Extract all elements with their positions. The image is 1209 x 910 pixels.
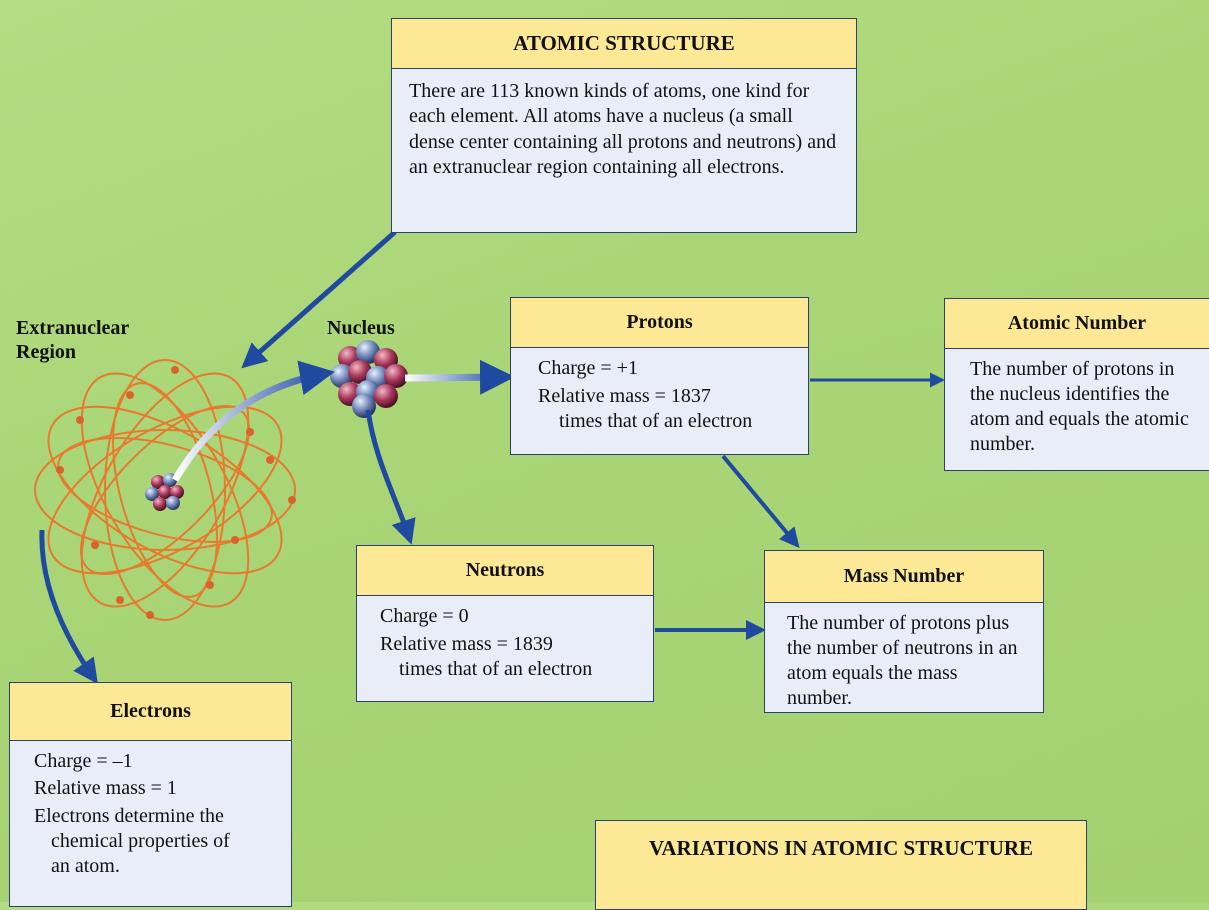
electrons-mass: Relative mass = 1 xyxy=(34,777,177,799)
nucleus-label: Nucleus xyxy=(327,317,395,339)
electrons-box: Electrons Charge = –1 Relative mass = 1 … xyxy=(9,682,292,907)
electrons-props-line1: Electrons determine the xyxy=(34,805,224,827)
protons-mass-line1: Relative mass = 1837 xyxy=(538,385,711,407)
neutrons-charge: Charge = 0 xyxy=(380,605,469,627)
electrons-charge: Charge = –1 xyxy=(34,750,133,772)
extranuclear-region-label: Extranuclear Region xyxy=(16,317,130,363)
neutrons-mass-line2: times that of an electron xyxy=(399,658,593,680)
electrons-props-line2: chemical properties of xyxy=(51,830,230,852)
neutrons-title: Neutrons xyxy=(357,546,653,596)
atomic-number-text: The number of protons in the nucleus ide… xyxy=(970,358,1189,455)
atomic-structure-box: ATOMIC STRUCTURE There are 113 known kin… xyxy=(391,18,857,233)
connector-arrows xyxy=(39,230,945,685)
mass-number-box: Mass Number The number of protons plus t… xyxy=(764,550,1044,713)
mass-number-text: The number of protons plus the number of… xyxy=(787,612,1018,709)
variations-box: VARIATIONS IN ATOMIC STRUCTURE xyxy=(595,820,1087,910)
electrons-props-line3: an atom. xyxy=(51,855,120,877)
arrow-atom-to-nucleus xyxy=(171,360,335,482)
atom-illustration-icon xyxy=(34,359,296,621)
nucleus-cluster-icon xyxy=(330,340,408,418)
atomic-number-box: Atomic Number The number of protons in t… xyxy=(944,298,1209,471)
mass-number-title: Mass Number xyxy=(765,551,1043,603)
neutrons-box: Neutrons Charge = 0 Relative mass = 1839… xyxy=(356,545,654,702)
neutrons-mass-line1: Relative mass = 1839 xyxy=(380,633,553,655)
arrow-nucleus-to-neutrons xyxy=(365,409,416,545)
electrons-title: Electrons xyxy=(10,683,291,741)
arrow-structure-to-atom xyxy=(241,230,397,369)
arrow-nucleus-to-protons xyxy=(404,359,515,395)
protons-box: Protons Charge = +1 Relative mass = 1837… xyxy=(510,297,809,455)
protons-mass-line2: times that of an electron xyxy=(559,410,753,432)
atomic-structure-title: ATOMIC STRUCTURE xyxy=(392,19,856,69)
atomic-structure-text: There are 113 known kinds of atoms, one … xyxy=(409,80,837,179)
arrow-atom-to-electrons xyxy=(39,529,98,685)
variations-title: VARIATIONS IN ATOMIC STRUCTURE xyxy=(596,821,1086,875)
arrow-protons-to-mass-number xyxy=(721,454,800,549)
protons-title: Protons xyxy=(511,298,808,348)
atomic-number-title: Atomic Number xyxy=(945,299,1209,349)
protons-charge: Charge = +1 xyxy=(538,357,638,379)
